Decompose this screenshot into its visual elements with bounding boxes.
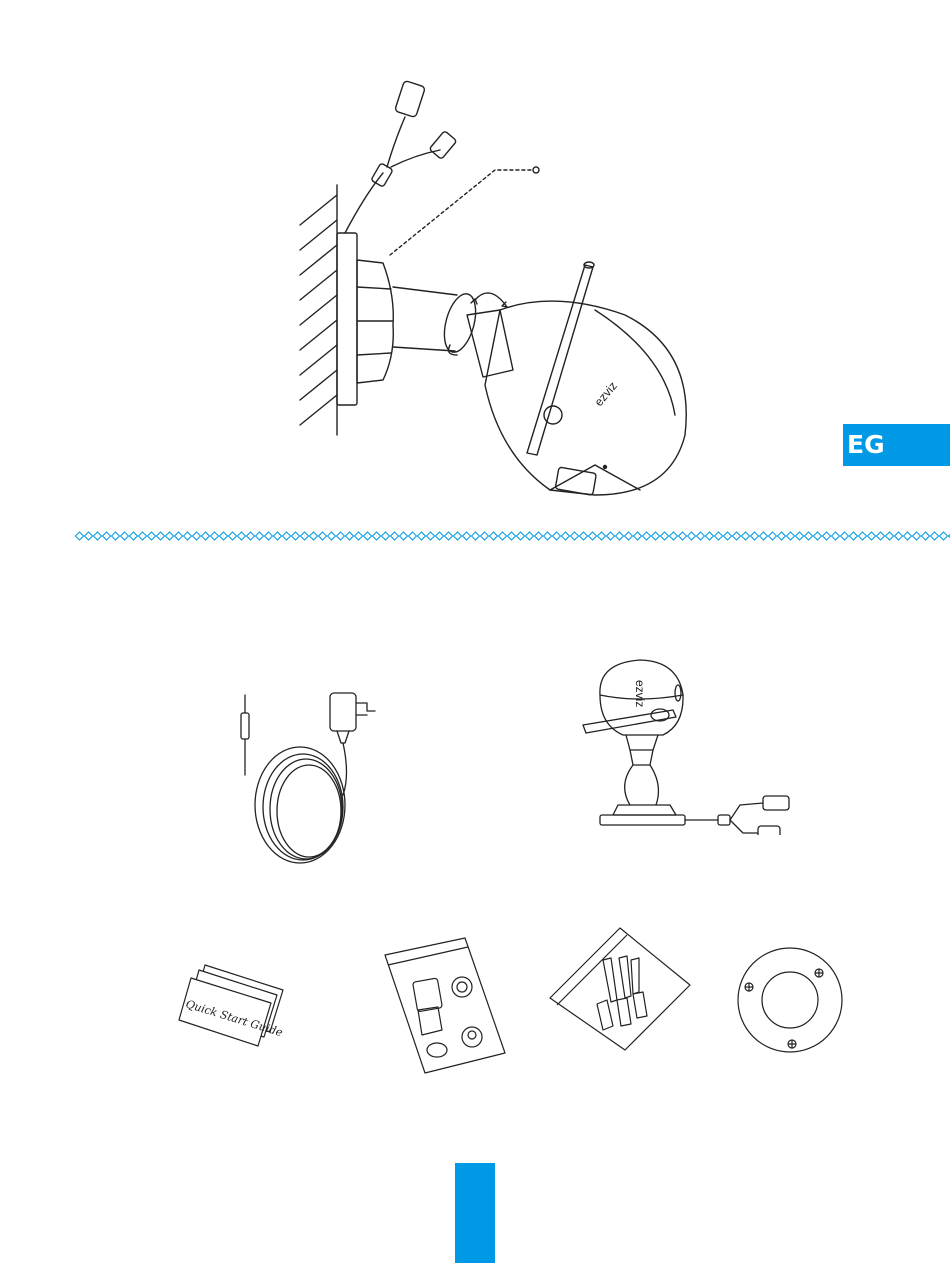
mounting-plate (337, 233, 357, 405)
adapter-plug (330, 693, 356, 731)
language-tab[interactable]: EG (843, 424, 950, 466)
screw-kit-illustration (545, 920, 695, 1055)
camera-neck (467, 310, 513, 377)
camera-base (613, 805, 676, 815)
kit-gasket (427, 1043, 447, 1057)
diamond-divider (75, 529, 950, 543)
screw-bag (550, 928, 690, 1050)
cable (345, 173, 383, 233)
camera-brand-logo-small: ezviz (633, 680, 647, 707)
callout-dot (533, 167, 539, 173)
power-connector (429, 131, 457, 160)
waterproof-kit-illustration (380, 935, 510, 1080)
camera-body (485, 301, 686, 495)
kit-ring (452, 977, 472, 997)
power-adapter-illustration (225, 685, 385, 870)
network-connector (395, 80, 426, 117)
page-number-block (455, 1163, 495, 1263)
template-outer-circle (738, 948, 842, 1052)
cable-coil (255, 747, 345, 863)
template-inner-circle (762, 972, 818, 1028)
wall-anchor (597, 1000, 613, 1030)
installation-illustration: ezviz (295, 55, 715, 505)
kit-bag (385, 938, 505, 1073)
camera-stand (625, 765, 659, 805)
antenna (527, 265, 593, 455)
leader-line (390, 170, 533, 255)
network-connector (763, 796, 789, 810)
wall (300, 185, 337, 435)
quick-start-guide-illustration: Quick Start Guide (175, 960, 290, 1050)
barrel-plug (241, 713, 249, 739)
mounting-arm (393, 287, 457, 351)
power-connector (758, 826, 780, 835)
screw (603, 958, 617, 1002)
camera-illustration: ezviz (578, 655, 808, 835)
camera-brand-logo: ezviz (592, 379, 620, 409)
drill-template-illustration (735, 945, 845, 1055)
